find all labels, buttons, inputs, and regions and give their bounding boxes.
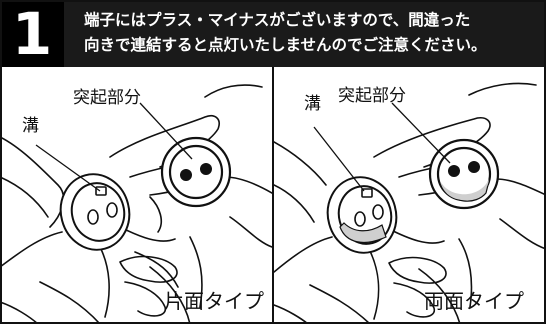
panel-divider — [272, 67, 274, 324]
instruction-text: 端子にはプラス・マイナスがございますので、間違った 向きで連結すると点灯いたしま… — [84, 8, 534, 58]
instruction-line-1: 端子にはプラス・マイナスがございますので、間違った — [84, 11, 471, 29]
instruction-header: 1 端子にはプラス・マイナスがございますので、間違った 向きで連結すると点灯いた… — [0, 0, 546, 67]
step-number-badge: 1 — [0, 0, 64, 67]
single-sided-illustration-panel: 突起部分 溝 片面タイプ — [0, 67, 272, 324]
groove-callout-label: 溝 — [22, 116, 39, 136]
protrusion-callout-label: 突起部分 — [73, 88, 141, 108]
callout-leader-lines-right — [313, 102, 451, 192]
single-sided-type-label: 片面タイプ — [164, 289, 264, 313]
double-sided-connector-illustration — [274, 82, 546, 324]
single-sided-connector-illustration — [0, 84, 272, 324]
double-sided-type-label: 両面タイプ — [424, 289, 524, 313]
callout-leader-lines — [35, 102, 193, 192]
step-number: 1 — [11, 0, 53, 68]
instruction-line-2: 向きで連結すると点灯いたしませんのでご注意ください。 — [84, 36, 487, 54]
groove-callout-label-right: 溝 — [304, 94, 321, 114]
double-sided-illustration-panel: 突起部分 溝 両面タイプ — [274, 67, 546, 324]
protrusion-callout-label-right: 突起部分 — [338, 86, 406, 106]
